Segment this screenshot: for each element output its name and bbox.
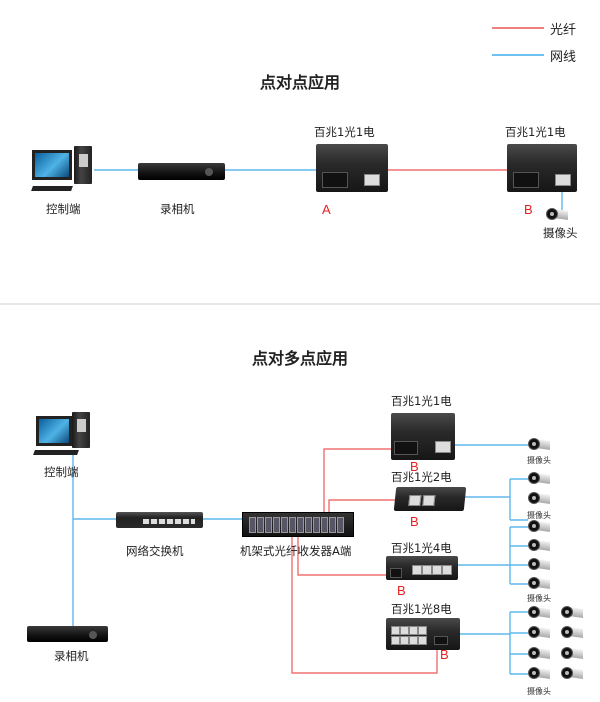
fiber-rack-conv2 bbox=[328, 499, 397, 513]
converter-8-title: 百兆1光8电 bbox=[391, 602, 452, 616]
pc-icon bbox=[28, 146, 100, 194]
camera-group-2-label: 摄像头 bbox=[527, 511, 551, 520]
pc-label: 控制端 bbox=[44, 465, 79, 479]
camera-label: 摄像头 bbox=[543, 226, 578, 240]
rack-transceiver-icon bbox=[242, 512, 354, 537]
fiber-rack-conv1 bbox=[323, 448, 393, 513]
converter-2-letter: B bbox=[410, 514, 419, 529]
camera-icon bbox=[561, 606, 583, 620]
ethernet-conv4-cams bbox=[457, 526, 528, 585]
converter-1-icon bbox=[391, 413, 455, 460]
camera-icon bbox=[528, 558, 550, 572]
camera-icon bbox=[528, 520, 550, 534]
camera-icon bbox=[546, 208, 568, 222]
section2-title: 点对多点应用 bbox=[251, 349, 348, 368]
converter-1-letter: B bbox=[410, 459, 419, 474]
camera-icon bbox=[528, 472, 550, 486]
camera-icon bbox=[528, 492, 550, 506]
converter-4-letter: B bbox=[397, 583, 406, 598]
camera-icon bbox=[528, 438, 550, 452]
dvr-label: 录相机 bbox=[160, 202, 195, 216]
network-switch-icon bbox=[116, 512, 203, 528]
camera-group-4-label: 摄像头 bbox=[527, 594, 551, 603]
fiber-rack-conv8 bbox=[291, 535, 438, 674]
converter-2-icon bbox=[393, 487, 467, 511]
network-switch-label: 网络交换机 bbox=[126, 544, 184, 558]
section1-title: 点对点应用 bbox=[259, 73, 340, 92]
pc-label: 控制端 bbox=[46, 202, 81, 216]
camera-icon bbox=[561, 667, 583, 681]
converter-8-icon bbox=[386, 618, 460, 650]
camera-icon bbox=[528, 539, 550, 553]
converter-4-icon bbox=[386, 556, 458, 580]
legend-ethernet-label: 网线 bbox=[550, 50, 577, 65]
camera-group-1-label: 摄像头 bbox=[527, 456, 551, 465]
ethernet-conv8-cams bbox=[460, 611, 528, 675]
legend-fiber-label: 光纤 bbox=[550, 23, 577, 38]
converter-4-title: 百兆1光4电 bbox=[391, 541, 452, 555]
camera-icon bbox=[561, 626, 583, 640]
camera-group-8-label: 摄像头 bbox=[527, 687, 551, 696]
camera-icon bbox=[528, 647, 550, 661]
section-divider bbox=[0, 303, 600, 305]
rack-transceiver-label: 机架式光纤收发器A端 bbox=[240, 544, 352, 558]
legend-fiber-swatch bbox=[492, 27, 544, 29]
ethernet-conv2-cams bbox=[465, 478, 528, 521]
converter-2-title: 百兆1光2电 bbox=[391, 470, 452, 484]
converter-a-letter: A bbox=[322, 202, 331, 217]
dvr-label: 录相机 bbox=[54, 649, 89, 663]
converter-b-title: 百兆1光1电 bbox=[505, 125, 566, 139]
converter-b-letter: B bbox=[524, 202, 533, 217]
converter-a-title: 百兆1光1电 bbox=[314, 125, 375, 139]
camera-icon bbox=[528, 606, 550, 620]
converter-1-title: 百兆1光1电 bbox=[391, 394, 452, 408]
pc-icon bbox=[32, 412, 104, 458]
dvr-icon bbox=[138, 163, 225, 180]
fiber-rack-conv4 bbox=[297, 535, 393, 576]
dvr-icon bbox=[27, 626, 108, 642]
converter-b-icon bbox=[507, 144, 577, 192]
camera-icon bbox=[528, 667, 550, 681]
converter-a-icon bbox=[316, 144, 388, 192]
camera-icon bbox=[528, 626, 550, 640]
legend-ethernet-swatch bbox=[492, 54, 544, 56]
converter-8-letter: B bbox=[440, 647, 449, 662]
camera-icon bbox=[528, 577, 550, 591]
camera-icon bbox=[561, 647, 583, 661]
